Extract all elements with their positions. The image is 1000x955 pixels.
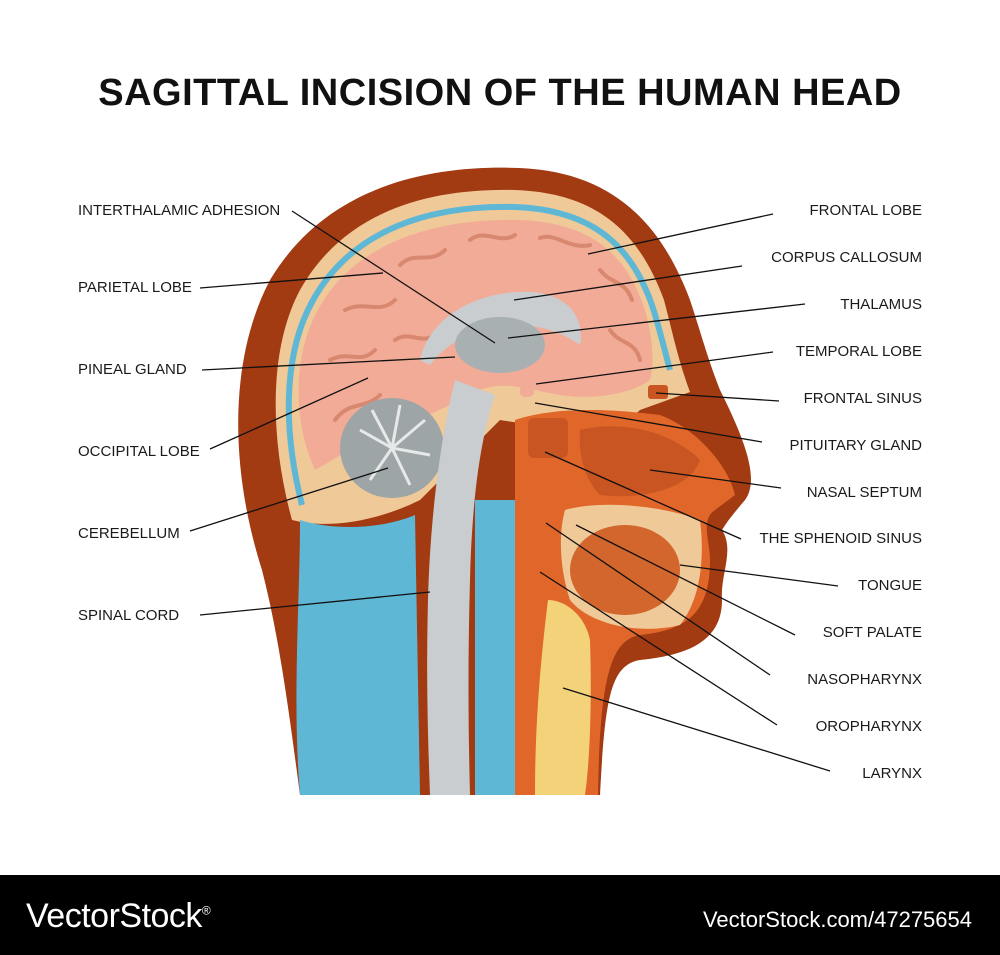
nasal-cavity [579, 426, 700, 497]
label-tongue: TONGUE [858, 577, 922, 594]
brain-folds [328, 233, 642, 422]
label-oropharynx: OROPHARYNX [815, 718, 922, 735]
sphenoid-sinus [528, 418, 568, 458]
pituitary-gland [520, 385, 534, 397]
brand-name: VectorStock [26, 897, 202, 935]
frontal-sinus [648, 385, 668, 399]
posterior-neck-csf [296, 515, 420, 795]
label-cerebellum: CEREBELLUM [78, 525, 180, 542]
label-thalamus: THALAMUS [840, 296, 922, 313]
head-sagittal-section-illustration [189, 167, 839, 795]
label-soft-palate: SOFT PALATE [822, 624, 922, 641]
label-spinal-cord: SPINAL CORD [78, 607, 180, 624]
label-larynx: LARYNX [862, 765, 922, 782]
vectorstock-logo: VectorStock® [26, 897, 211, 936]
registered-mark: ® [201, 903, 211, 918]
tongue [570, 525, 680, 615]
label-frontal-lobe: FRONTAL LOBE [809, 202, 922, 219]
label-temporal-lobe: TEMPORAL LOBE [795, 343, 922, 360]
vertebral-column [475, 500, 515, 795]
label-nasal-septum: NASAL SEPTUM [806, 484, 922, 501]
label-pineal-gland: PINEAL GLAND [78, 361, 187, 378]
label-pituitary-gland: PITUITARY GLAND [789, 437, 922, 454]
csf-layer [285, 203, 673, 506]
label-interthalamic-adhesion: INTERTHALAMIC ADHESION [78, 202, 281, 219]
spinal-cord [427, 380, 495, 795]
label-occipital-lobe: OCCIPITAL LOBE [78, 443, 200, 460]
cerebellum-arbor [359, 404, 431, 486]
label-nasopharynx: NASOPHARYNX [807, 671, 922, 688]
label-corpus-callosum: CORPUS CALLOSUM [771, 249, 922, 266]
label-sphenoid-sinus: THE SPHENOID SINUS [759, 530, 922, 547]
corpus-callosum [420, 291, 581, 365]
diagram-title: SAGITTAL INCISION OF THE HUMAN HEAD [98, 72, 902, 114]
leader-lines [189, 210, 839, 772]
larynx [535, 600, 591, 795]
watermark-footer: VectorStock® VectorStock.com/47275654 [0, 875, 1000, 955]
label-frontal-sinus: FRONTAL SINUS [803, 390, 922, 407]
stock-id: VectorStock.com/47275654 [702, 907, 972, 932]
label-parietal-lobe: PARIETAL LOBE [78, 279, 192, 296]
